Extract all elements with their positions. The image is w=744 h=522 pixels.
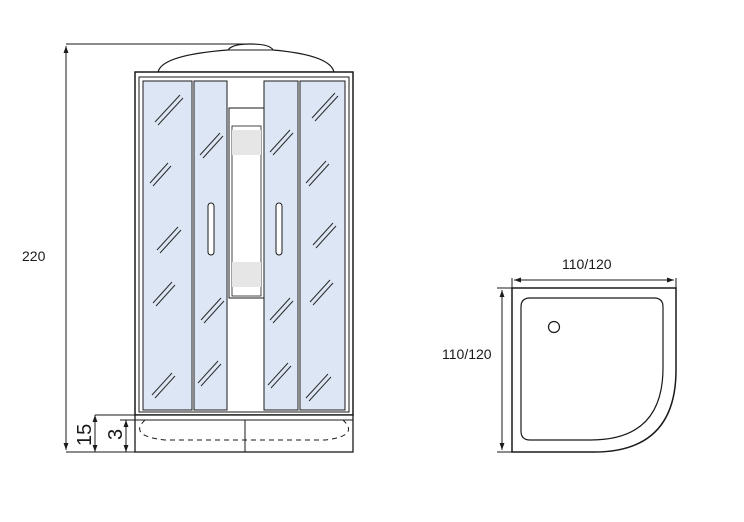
glass-reflections [149, 92, 339, 402]
top-depth-label: 110/120 [442, 346, 492, 362]
height-dimension: 220 [22, 43, 250, 453]
height-label: 220 [22, 248, 46, 264]
front-view [134, 43, 354, 453]
tray-dimensions: 15 3 [74, 414, 135, 452]
shower-tray [134, 414, 354, 453]
right-door-handle [275, 202, 283, 256]
left-door-handle [207, 202, 215, 256]
drain [547, 320, 561, 334]
top-width-label: 110/120 [562, 256, 612, 272]
top-view: 110/120 110/120 [442, 256, 677, 453]
back-panel-band-bottom [232, 262, 261, 287]
back-panel-band-top [232, 130, 261, 155]
tray-height-label: 15 [74, 424, 96, 446]
tray-step-label: 3 [105, 429, 127, 440]
basin-top [520, 297, 664, 441]
tray-basin-outline [139, 419, 349, 441]
roof-dome [157, 43, 335, 73]
right-fixed-glass [299, 80, 346, 411]
